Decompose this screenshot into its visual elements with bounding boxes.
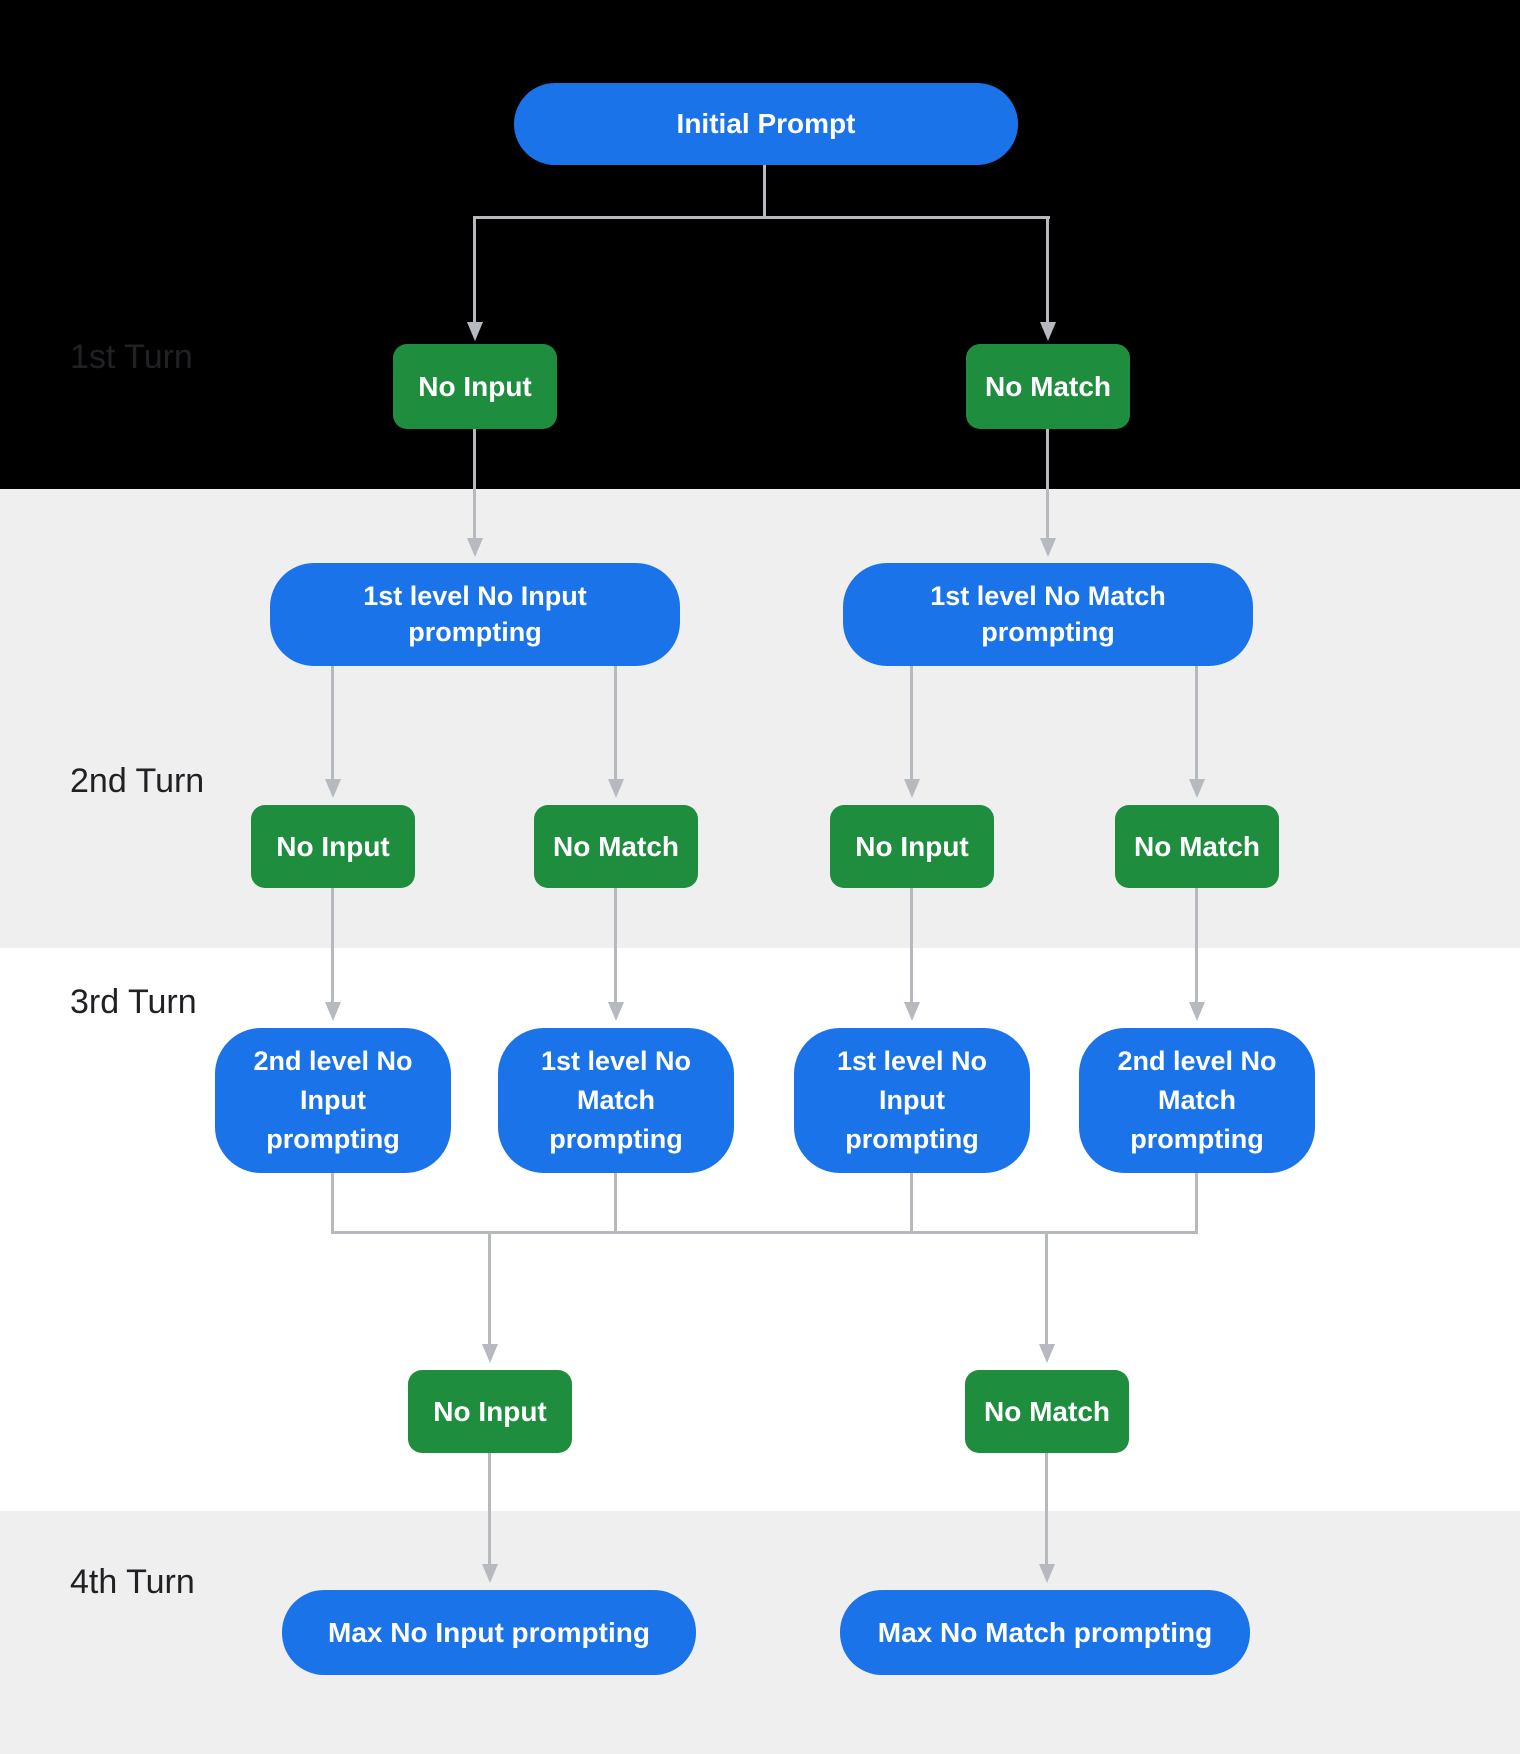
connector-line — [614, 888, 617, 1002]
connector-line — [910, 666, 913, 779]
turn3-1st-no-match-prompt-node: 1st level No Match prompting — [498, 1028, 734, 1173]
turn3-no-match-node: No Match — [965, 1370, 1129, 1453]
turn2-no-input-prompt-node: 1st level No Input prompting — [270, 563, 680, 666]
turn-4-label: 4th Turn — [70, 1563, 195, 1601]
connector-line — [1195, 1173, 1198, 1234]
turn2-no-match-prompt-node: 1st level No Match prompting — [843, 563, 1253, 666]
turn3-1st-no-input-prompt-node: 1st level No Input prompting — [794, 1028, 1030, 1173]
connector-line — [1045, 1233, 1048, 1344]
turn2-no-input-node-1: No Input — [251, 805, 415, 888]
turn-1-label: 1st Turn — [70, 338, 193, 376]
connector-line — [331, 1173, 334, 1234]
arrow-down-icon — [467, 322, 483, 341]
connector-line — [488, 1453, 491, 1564]
connector-line — [331, 666, 334, 779]
arrow-down-icon — [904, 1002, 920, 1021]
turn1-no-match-node: No Match — [966, 344, 1130, 429]
max-no-input-prompt-node: Max No Input prompting — [282, 1590, 696, 1675]
turn2-band — [0, 489, 1520, 948]
turn2-no-match-node-2: No Match — [1115, 805, 1279, 888]
arrow-down-icon — [1189, 779, 1205, 798]
arrow-down-icon — [608, 779, 624, 798]
turn3-2nd-no-input-prompt-node: 2nd level No Input prompting — [215, 1028, 451, 1173]
turn3-no-input-node: No Input — [408, 1370, 572, 1453]
turn2-no-match-node-1: No Match — [534, 805, 698, 888]
connector-line — [1195, 888, 1198, 1002]
connector-line — [1195, 666, 1198, 779]
turn1-band — [0, 0, 1520, 489]
arrow-down-icon — [482, 1344, 498, 1363]
max-no-match-prompt-node: Max No Match prompting — [840, 1590, 1250, 1675]
connector-line — [763, 165, 766, 217]
connector-line — [910, 888, 913, 1002]
arrow-down-icon — [1039, 1564, 1055, 1583]
connector-line — [473, 216, 476, 322]
arrow-down-icon — [325, 779, 341, 798]
connector-line — [473, 429, 476, 538]
turn4-band — [0, 1511, 1520, 1754]
initial-prompt-node: Initial Prompt — [514, 83, 1018, 165]
connector-line — [1046, 216, 1049, 322]
arrow-down-icon — [482, 1564, 498, 1583]
arrow-down-icon — [1189, 1002, 1205, 1021]
arrow-down-icon — [1040, 322, 1056, 341]
arrow-down-icon — [1040, 538, 1056, 557]
connector-line — [488, 1233, 491, 1344]
arrow-down-icon — [608, 1002, 624, 1021]
connector-line — [473, 216, 1050, 219]
connector-line — [331, 1231, 1198, 1234]
connector-line — [614, 666, 617, 779]
turn-2-label: 2nd Turn — [70, 762, 205, 800]
turn1-no-input-node: No Input — [393, 344, 557, 429]
turn-3-label: 3rd Turn — [70, 983, 197, 1021]
connector-line — [1045, 1453, 1048, 1564]
connector-line — [614, 1173, 617, 1234]
arrow-down-icon — [1039, 1344, 1055, 1363]
turn2-no-input-node-2: No Input — [830, 805, 994, 888]
arrow-down-icon — [467, 538, 483, 557]
connector-line — [331, 888, 334, 1002]
connector-line — [1046, 429, 1049, 538]
arrow-down-icon — [325, 1002, 341, 1021]
arrow-down-icon — [904, 779, 920, 798]
turn3-2nd-no-match-prompt-node: 2nd level No Match prompting — [1079, 1028, 1315, 1173]
connector-line — [910, 1173, 913, 1234]
